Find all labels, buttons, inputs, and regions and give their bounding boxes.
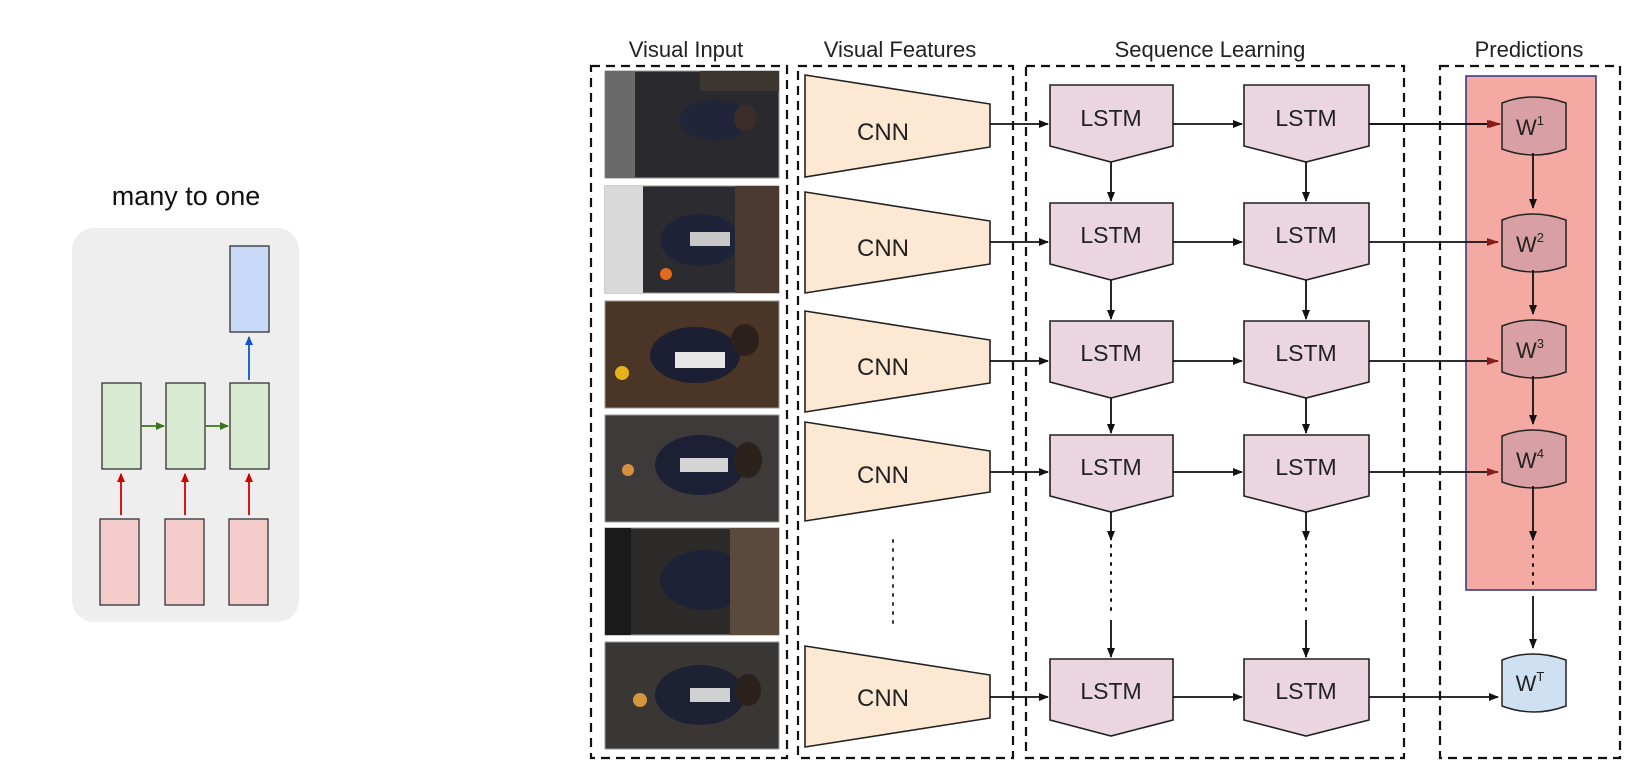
lstm-cell-r1-c2: LSTM: [1243, 84, 1370, 163]
header-visual-features: Visual Features: [824, 37, 976, 62]
lstm-cell-r5-c2: LSTM: [1243, 658, 1370, 737]
video-frame-2: [604, 185, 780, 294]
lstm-time-arrows: [1107, 162, 1310, 658]
word-base: W: [1516, 338, 1537, 363]
word-base: W: [1516, 448, 1537, 473]
hidden-node-3: [229, 382, 270, 470]
prediction-word-3: W3: [1501, 319, 1567, 379]
input-node-2: [164, 518, 205, 606]
lstm-label: LSTM: [1275, 105, 1336, 131]
lstm-layer-arrows: [1173, 120, 1243, 701]
cnn-label: CNN: [857, 119, 909, 146]
header-sequence-learning: Sequence Learning: [1115, 37, 1306, 62]
lstm-label: LSTM: [1080, 454, 1141, 480]
video-frame-3: [604, 300, 780, 409]
lstm-cell-r2-c1: LSTM: [1049, 202, 1174, 281]
sequence-learning-frame: [1024, 64, 1406, 760]
lstm-grid: LSTM LSTM LSTM LSTM LSTM LSTM: [1049, 84, 1370, 737]
cnn-block-3: CNN: [804, 310, 991, 413]
svg-text:W1: W1: [1516, 113, 1544, 140]
prediction-word-2: W2: [1501, 213, 1567, 273]
cnn-block-4: CNN: [804, 421, 991, 522]
word-base: W: [1516, 115, 1537, 140]
lstm-label: LSTM: [1080, 105, 1141, 131]
lstm-label: LSTM: [1275, 222, 1336, 248]
lstm-label: LSTM: [1275, 454, 1336, 480]
lstm-label: LSTM: [1080, 222, 1141, 248]
input-node-3: [228, 518, 269, 606]
hidden-node-1: [101, 382, 142, 470]
lstm-cell-r3-c1: LSTM: [1049, 320, 1174, 399]
cnn-block-1: CNN: [804, 74, 991, 178]
header-visual-input: Visual Input: [629, 37, 744, 62]
lstm-cell-r4-c1: LSTM: [1049, 434, 1174, 513]
svg-text:W2: W2: [1516, 230, 1544, 257]
word-superscript: 1: [1537, 113, 1544, 128]
cnn-label: CNN: [857, 462, 909, 489]
cnn-label: CNN: [857, 685, 909, 712]
prediction-word-1: W1: [1501, 96, 1567, 156]
lstm-label: LSTM: [1080, 678, 1141, 704]
video-frame-6: [604, 641, 780, 750]
word-base: W: [1516, 671, 1537, 696]
prediction-word-4: W4: [1501, 429, 1567, 489]
svg-text:WT: WT: [1516, 669, 1545, 696]
lstm-label: LSTM: [1080, 340, 1141, 366]
prediction-word-final: WT: [1501, 653, 1567, 713]
predictions-frame: [1438, 64, 1622, 760]
video-frame-4: [604, 414, 780, 523]
output-node: [229, 245, 270, 333]
word-superscript: 3: [1537, 336, 1544, 351]
lrcn-diagram: Visual Input Visual Features Sequence Le…: [589, 37, 1622, 760]
visual-input-frame: [589, 64, 789, 760]
word-base: W: [1516, 232, 1537, 257]
visual-features-frame: [796, 64, 1015, 760]
lstm-cell-r1-c1: LSTM: [1049, 84, 1174, 163]
hidden-node-2: [165, 382, 206, 470]
header-predictions: Predictions: [1475, 37, 1584, 62]
video-frame-5: [604, 527, 780, 636]
svg-text:W3: W3: [1516, 336, 1544, 363]
video-frame-1: [604, 70, 780, 179]
lstm-cell-r2-c2: LSTM: [1243, 202, 1370, 281]
word-superscript: T: [1536, 669, 1544, 684]
svg-text:W4: W4: [1516, 446, 1544, 473]
word-superscript: 4: [1537, 446, 1544, 461]
lstm-cell-r3-c2: LSTM: [1243, 320, 1370, 399]
cnn-block-2: CNN: [804, 191, 991, 294]
word-superscript: 2: [1537, 230, 1544, 245]
many-to-one-diagram: many to one: [72, 181, 299, 622]
input-node-1: [99, 518, 140, 606]
cnn-block-5: CNN: [804, 645, 991, 748]
cnn-label: CNN: [857, 354, 909, 381]
lstm-label: LSTM: [1275, 340, 1336, 366]
lstm-to-prediction-arrows: [1369, 120, 1500, 701]
many-to-one-title: many to one: [112, 181, 261, 211]
cnn-label: CNN: [857, 235, 909, 262]
lstm-cell-r4-c2: LSTM: [1243, 434, 1370, 513]
lstm-label: LSTM: [1275, 678, 1336, 704]
lstm-cell-r5-c1: LSTM: [1049, 658, 1174, 737]
cnn-to-lstm-arrows: [990, 120, 1049, 701]
